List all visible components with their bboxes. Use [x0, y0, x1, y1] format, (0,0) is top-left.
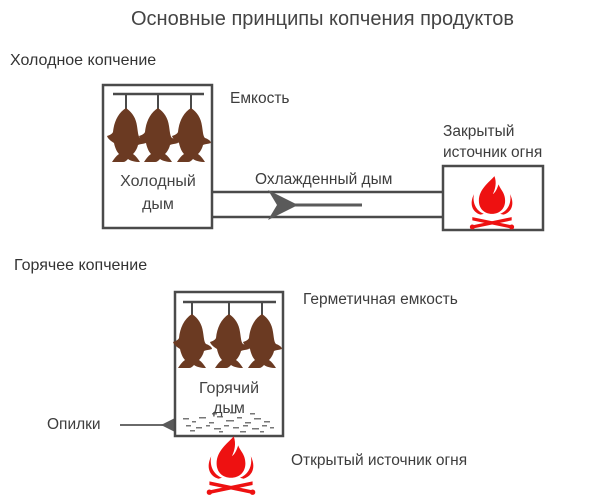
- cooled-smoke-label: Охлажденный дым: [255, 171, 393, 188]
- hot-smoking-section: [120, 290, 285, 495]
- cold-rack: [113, 92, 204, 109]
- hot-smoke-label-line2: дым: [213, 400, 245, 417]
- hot-smoke-label-line1: Горячий: [198, 380, 260, 397]
- sawdust-pile: [183, 412, 274, 433]
- cold-smoking-section: [101, 83, 545, 232]
- diagram-title: Основные принципы копчения продуктов: [131, 8, 515, 30]
- cold-smoke-label-line1: Холодный: [120, 173, 196, 190]
- cold-smoking-heading: Холодное копчение: [10, 52, 157, 69]
- closed-fire-label-line1: Закрытый: [443, 123, 515, 140]
- hot-rack: [183, 300, 276, 315]
- fire-icon: [206, 436, 256, 495]
- hot-smoking-heading: Горячее копчение: [14, 257, 148, 274]
- cold-container-label: Емкость: [230, 90, 290, 107]
- sawdust-label: Опилки: [47, 416, 101, 433]
- cold-smoke-label-line2: дым: [142, 196, 174, 213]
- hot-container-label: Герметичная емкость: [303, 291, 458, 308]
- open-fire-label: Открытый источник огня: [291, 452, 468, 469]
- closed-fire-label-line2: источник огня: [443, 144, 543, 161]
